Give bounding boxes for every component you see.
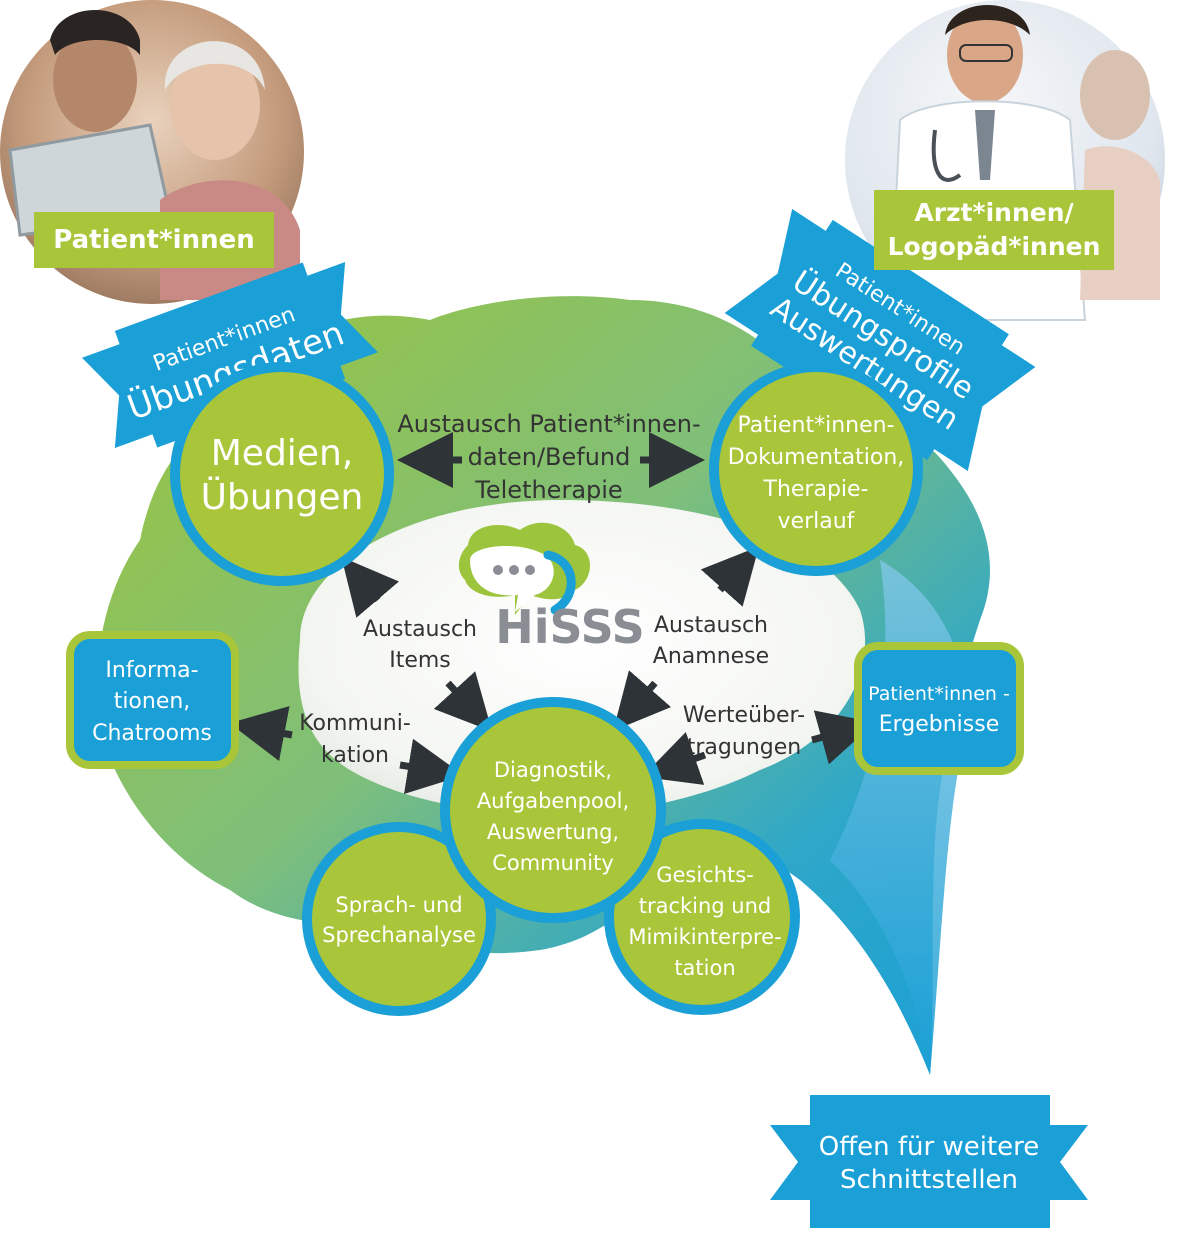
patients-label: Patient*innen xyxy=(34,212,274,268)
box-info-line3: Chatrooms xyxy=(92,721,212,746)
bottom-banner-line1: Offen für weitere xyxy=(819,1132,1040,1162)
arrow-anamnese-up xyxy=(700,546,759,607)
doctors-label-line1: Arzt*innen/ xyxy=(914,198,1074,227)
node-speech-line2: Sprechanalyse xyxy=(322,923,476,947)
edge-values-line2: tragungen xyxy=(687,735,801,760)
node-center-line4: Community xyxy=(492,851,614,875)
edge-items-line1: Austausch xyxy=(363,617,477,642)
node-media-line1: Medien, xyxy=(211,433,353,474)
box-results-line1: Patient*innen - xyxy=(868,683,1010,705)
edge-anamnese-line1: Austausch xyxy=(654,613,768,638)
node-doc-line4: verlauf xyxy=(778,509,856,534)
edge-top-line3: Teletherapie xyxy=(474,476,622,504)
node-media: Medien, Übungen xyxy=(170,362,394,586)
edge-comm-line1: Kommuni- xyxy=(299,711,411,736)
bottom-banner-line2: Schnittstellen xyxy=(840,1165,1018,1195)
box-info-line1: Informa- xyxy=(105,658,198,683)
node-face-line4: tation xyxy=(674,956,735,980)
node-face-line2: tracking und xyxy=(639,894,772,918)
node-doc-line3: Therapie- xyxy=(763,477,869,502)
node-face: Gesichts- tracking und Mimikinterpre- ta… xyxy=(604,819,800,1015)
box-info: Informa- tionen, Chatrooms xyxy=(66,631,239,769)
doctors-label: Arzt*innen/ Logopäd*innen xyxy=(874,190,1114,270)
bottom-banner: Offen für weitere Schnittstellen xyxy=(770,1095,1088,1228)
edge-comm-line2: kation xyxy=(321,743,389,768)
node-doc-line1: Patient*innen- xyxy=(737,413,894,438)
edge-items-line2: Items xyxy=(389,648,451,673)
node-center-line3: Auswertung, xyxy=(487,820,619,844)
right-banner: Patient*innen Übungsprofile Auswertungen xyxy=(724,209,1036,471)
hisss-logo: HiSSS xyxy=(458,522,645,654)
edge-anamnese-line2: Anamnese xyxy=(653,644,769,669)
edge-top-line2: daten/Befund xyxy=(468,443,631,471)
arrows xyxy=(229,432,876,795)
arrow-values-left xyxy=(642,732,707,785)
arrow-comm-left xyxy=(229,706,293,762)
box-info-line2: tionen, xyxy=(114,689,191,714)
node-media-line2: Übungen xyxy=(201,476,364,518)
node-center-line1: Diagnostik, xyxy=(494,758,612,782)
node-face-line1: Gesichts- xyxy=(656,863,754,887)
doctors-label-line2: Logopäd*innen xyxy=(887,232,1101,261)
node-face-line3: Mimikinterpre- xyxy=(628,925,781,949)
arrow-items-down xyxy=(433,671,493,732)
node-documentation: Patient*innen- Dokumentation, Therapie- … xyxy=(709,362,923,576)
node-center: Diagnostik, Aufgabenpool, Auswertung, Co… xyxy=(440,697,666,923)
node-speech: Sprach- und Sprechanalyse xyxy=(302,822,496,1016)
node-speech-line1: Sprach- und xyxy=(335,893,462,917)
logo-text: HiSSS xyxy=(495,600,645,654)
arrow-anamnese-down xyxy=(613,670,672,731)
node-center-line2: Aufgabenpool, xyxy=(477,789,629,813)
edge-values-line1: Werteüber- xyxy=(683,703,805,728)
node-doc-line2: Dokumentation, xyxy=(728,445,905,470)
arrow-items-up xyxy=(341,557,400,618)
arrow-values-right xyxy=(811,710,876,765)
box-results: Patient*innen - Ergebnisse xyxy=(854,642,1024,775)
box-results-line2: Ergebnisse xyxy=(879,712,1000,737)
edge-top-line1: Austausch Patient*innen- xyxy=(397,410,700,438)
arrow-comm-right xyxy=(399,738,464,795)
